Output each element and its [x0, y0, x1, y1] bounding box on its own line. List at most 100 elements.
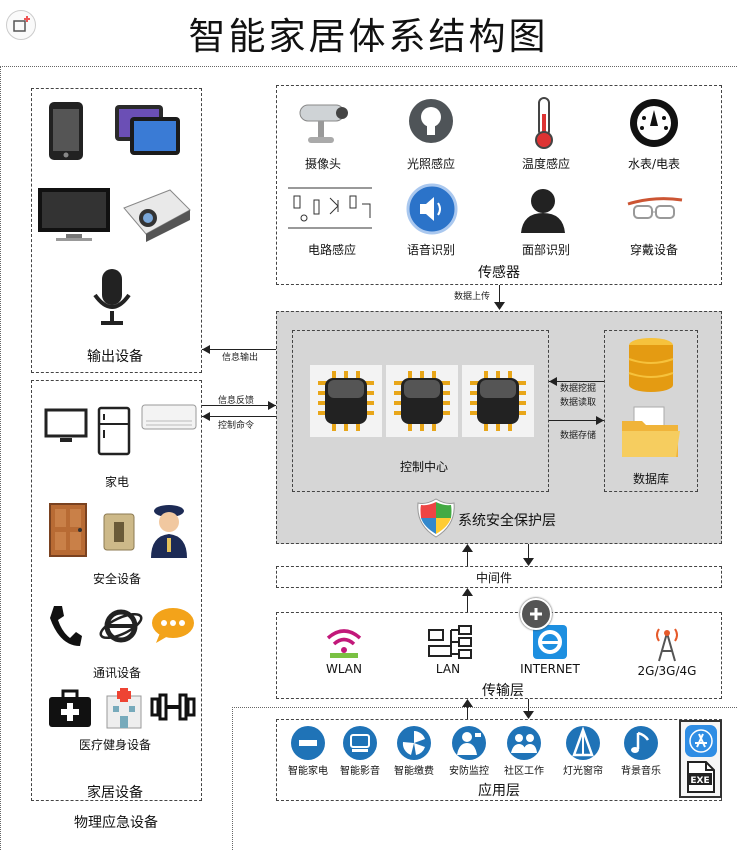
protection-label: 系统安全保护层 [458, 513, 556, 529]
app-label-community: 社区工作 [504, 766, 544, 777]
command-label: 控制命令 [217, 421, 254, 431]
app-smart-appliance-icon [289, 724, 327, 762]
database-icon [620, 336, 682, 394]
transport-up-arrow [467, 592, 468, 612]
transport-heading: 传输层 [482, 683, 524, 699]
medical-kit-icon [46, 688, 94, 730]
reading-label: 数据读取 [559, 398, 596, 408]
app-label-lighting: 灯光窗帘 [563, 766, 603, 777]
camera-icon [291, 97, 355, 149]
switch-icon [101, 512, 137, 552]
arrowhead-left-icon [549, 377, 557, 386]
command-arrow [202, 416, 276, 417]
arrowhead-left-icon [202, 412, 210, 421]
app-lighting-icon [564, 724, 602, 762]
app-label-music: 背景音乐 [621, 766, 661, 777]
sensors-panel [276, 85, 722, 285]
microphone-icon [86, 266, 138, 330]
zoom-in-button[interactable] [520, 598, 552, 630]
sensor-label-temperature: 温度感应 [521, 157, 570, 171]
transport-panel [276, 612, 722, 699]
app-label-av: 智能影音 [340, 766, 380, 777]
app-store-icon[interactable] [683, 724, 718, 758]
security-label: 安全设备 [92, 572, 141, 586]
comm-label: 通讯设备 [92, 666, 141, 680]
chip-icon [386, 365, 458, 437]
home-devices-panel [31, 380, 202, 801]
arrowhead-left-icon [202, 345, 210, 354]
speaker-icon [404, 182, 460, 236]
add-square-icon [13, 16, 30, 32]
sensor-label-face: 面部识别 [521, 243, 570, 257]
wlan-icon [322, 622, 366, 662]
shield-icon [413, 496, 459, 540]
medical-label: 医疗健身设备 [78, 738, 151, 752]
app-av-icon [341, 724, 379, 762]
smart-glasses-icon [624, 186, 684, 234]
app-payment-icon [395, 724, 433, 762]
app-region-frame [232, 707, 737, 850]
output-info-label: 信息输出 [221, 353, 258, 363]
feedback-label: 信息反馈 [217, 396, 254, 406]
middleware-panel [276, 566, 722, 588]
middleware-label: 中间件 [475, 571, 512, 585]
arrowhead-up-icon [462, 699, 473, 707]
tablet-icon [112, 100, 182, 160]
arrowhead-right-icon [596, 416, 604, 425]
page-title: 智能家居体系结构图 [188, 15, 549, 58]
arrowhead-down-icon [523, 711, 534, 719]
monitor-icon [42, 408, 90, 444]
arrowhead-down-icon [494, 302, 505, 310]
sensor-label-circuit: 电路感应 [307, 243, 356, 257]
user-face-icon [516, 182, 570, 236]
sensor-label-meter: 水表/电表 [627, 157, 681, 171]
app-security-camera-icon [450, 724, 488, 762]
sensors-heading: 传感器 [478, 265, 520, 281]
outer-frame [0, 66, 737, 850]
transport-label-mobile: 2G/3G/4G [637, 664, 697, 678]
arrowhead-right-icon [268, 401, 276, 410]
app-music-icon [622, 724, 660, 762]
phone-icon [44, 100, 88, 162]
upload-label: 数据上传 [453, 292, 490, 302]
middleware-down-arrow [528, 544, 529, 562]
arrowhead-up-icon [462, 588, 473, 596]
chip-icon [310, 365, 382, 437]
app-heading: 应用层 [478, 783, 520, 799]
app-label-security: 安防监控 [449, 766, 489, 777]
exe-text: EXE [690, 776, 709, 786]
arrowhead-up-icon [462, 544, 473, 552]
projector-icon [118, 178, 194, 248]
transport-label-wlan: WLAN [325, 662, 362, 676]
app-down-arrow [528, 699, 529, 715]
lightbulb-icon [403, 96, 459, 146]
cell-tower-icon [645, 622, 689, 664]
app-label-payment: 智能缴费 [394, 766, 434, 777]
arrowhead-down-icon [523, 558, 534, 566]
chip-icon [462, 365, 534, 437]
home-heading: 家居设备 [87, 785, 143, 801]
mining-arrow [549, 381, 604, 382]
feedback-arrow [202, 405, 276, 406]
hospital-icon [103, 686, 145, 730]
plus-icon [530, 608, 542, 620]
add-button[interactable] [6, 10, 36, 40]
output-heading: 输出设备 [87, 349, 143, 365]
sensor-label-voice: 语音识别 [406, 243, 455, 257]
transport-label-lan: LAN [435, 662, 461, 676]
storage-label: 数据存储 [559, 431, 596, 441]
app-community-icon [505, 724, 543, 762]
telephone-icon [44, 600, 84, 650]
upload-arrow [499, 285, 500, 307]
circuit-diagram-icon [283, 178, 377, 236]
control-center-label: 控制中心 [399, 460, 448, 474]
output-devices-panel [31, 88, 202, 373]
tv-icon [36, 180, 112, 246]
guard-icon [146, 502, 192, 558]
exe-file-icon[interactable]: EXE [683, 760, 718, 794]
app-label-appliance: 智能家电 [288, 766, 328, 777]
dumbbell-icon [150, 690, 196, 724]
sensor-label-wearable: 穿戴设备 [629, 243, 678, 257]
internet-browser-icon [528, 622, 572, 662]
lan-network-icon [426, 622, 474, 662]
